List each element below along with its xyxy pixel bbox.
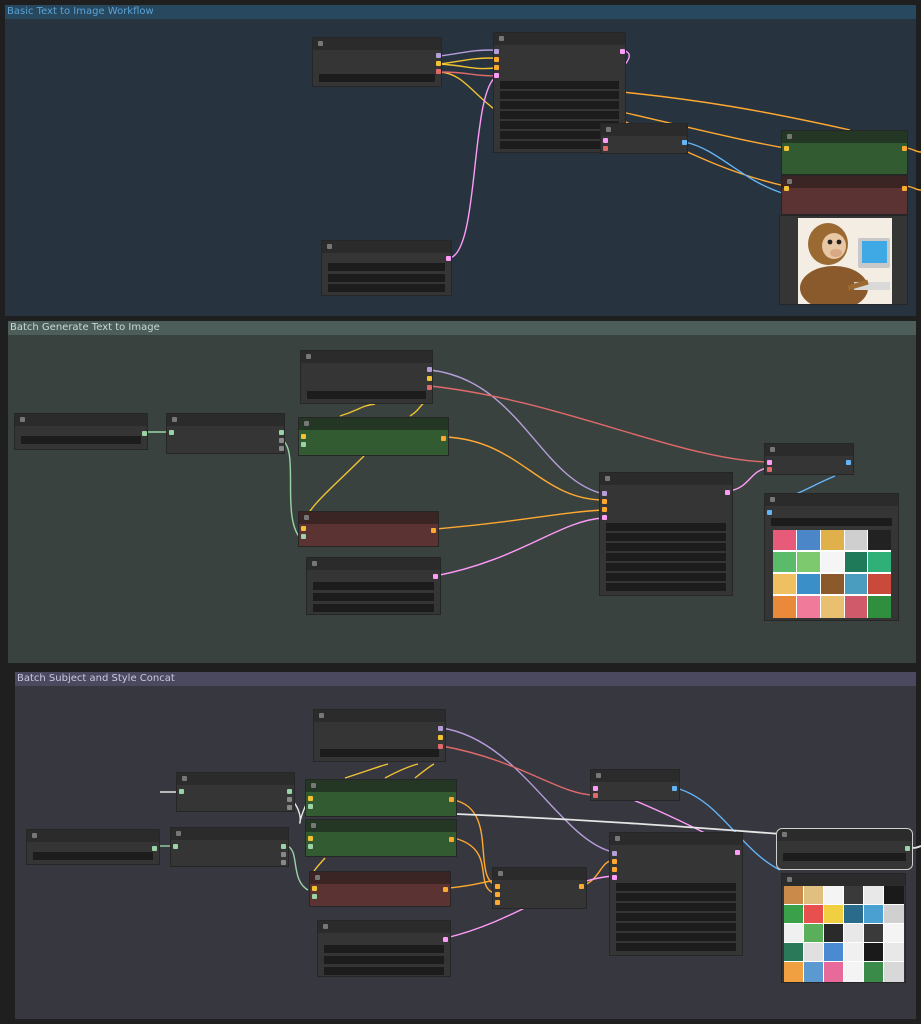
batch-preview-grid-1 (773, 530, 891, 618)
checkpoint-loader-node[interactable] (312, 37, 442, 87)
image-preview-node[interactable] (764, 493, 899, 621)
subject-prompt-node[interactable] (305, 779, 457, 817)
group-title[interactable]: Batch Generate Text to Image (8, 321, 916, 335)
positive-prompt-node[interactable] (781, 130, 908, 175)
image-preview-node[interactable] (781, 873, 906, 983)
checkpoint-loader-node[interactable] (300, 350, 433, 404)
batch-preview-grid-2 (784, 886, 904, 982)
batch-string-node[interactable] (176, 772, 295, 812)
style-prompt-node[interactable] (305, 819, 457, 857)
monkey-at-computer-image (798, 218, 892, 304)
ksampler-node[interactable] (599, 472, 733, 596)
batch-string-node[interactable] (170, 827, 289, 867)
empty-latent-node[interactable] (306, 557, 441, 615)
string-list-node[interactable] (26, 829, 160, 865)
group-title[interactable]: Basic Text to Image Workflow (5, 5, 916, 19)
empty-latent-node[interactable] (321, 240, 452, 296)
negative-prompt-node[interactable] (309, 871, 451, 907)
conditioning-concat-node[interactable] (492, 867, 587, 909)
positive-prompt-node[interactable] (298, 417, 449, 456)
vae-decode-node[interactable] (590, 769, 680, 801)
image-preview-node[interactable] (779, 215, 908, 305)
negative-prompt-node[interactable] (298, 511, 439, 547)
vae-decode-node[interactable] (600, 123, 688, 154)
negative-prompt-node[interactable] (781, 175, 908, 215)
empty-latent-node[interactable] (317, 920, 451, 977)
selected-text-node[interactable] (776, 828, 913, 870)
group-title[interactable]: Batch Subject and Style Concat (15, 672, 916, 686)
ksampler-node[interactable] (609, 832, 743, 956)
batch-string-node[interactable] (166, 413, 285, 454)
string-list-node[interactable] (14, 413, 148, 450)
vae-decode-node[interactable] (764, 443, 854, 475)
checkpoint-loader-node[interactable] (313, 709, 446, 762)
